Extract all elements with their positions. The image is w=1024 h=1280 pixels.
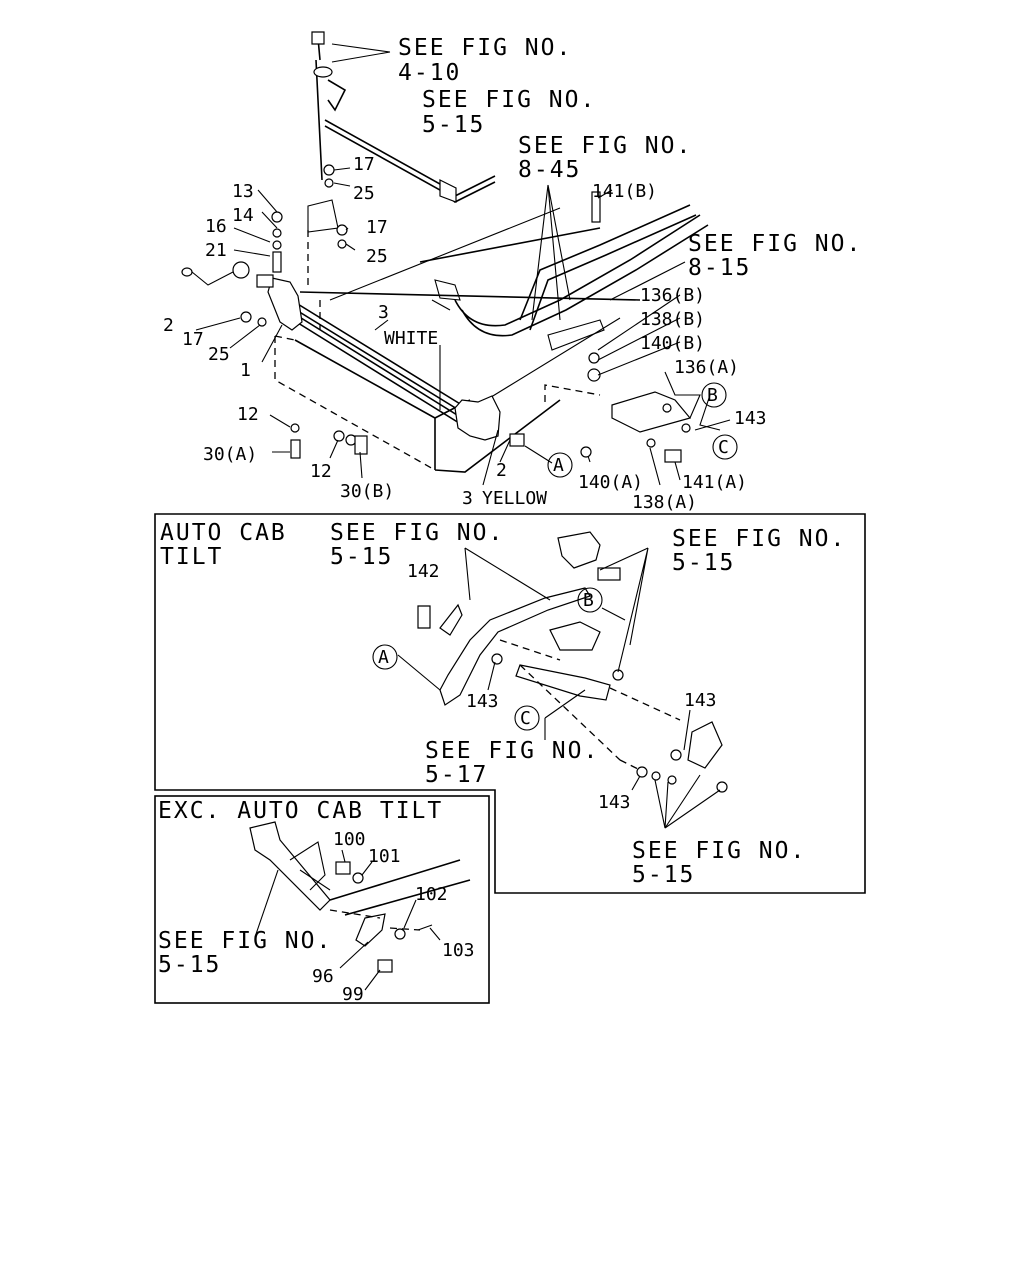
exc-section-title: EXC. AUTO CAB TILT xyxy=(158,798,443,824)
label-16: 16 xyxy=(205,216,227,237)
label-102: 102 xyxy=(415,884,448,905)
label-100: 100 xyxy=(333,829,366,850)
exc-auto-cab-tilt-section: EXC. AUTO CAB TILT SEE FIG NO. 5-15 100 … xyxy=(154,795,490,1005)
label-17-b: 17 xyxy=(366,217,388,238)
ref-4-10-line2: 4-10 xyxy=(398,60,461,86)
auto-section-title-line1: AUTO CAB xyxy=(160,520,287,546)
label-136b: 136(B) xyxy=(640,285,705,306)
label-138a: 138(A) xyxy=(632,492,697,513)
label-2-a: 2 xyxy=(163,315,174,336)
label-99: 99 xyxy=(342,984,364,1005)
marker-b: B xyxy=(707,385,718,406)
label-12-b: 12 xyxy=(310,461,332,482)
marker-a: A xyxy=(553,455,564,476)
label-143-c: 143 xyxy=(684,690,717,711)
label-143-a: 143 xyxy=(734,408,767,429)
label-140b: 140(B) xyxy=(640,333,705,354)
label-yellow: YELLOW xyxy=(482,488,547,509)
label-2-b: 2 xyxy=(496,460,507,481)
ref-5-15-auto-a-line1: SEE FIG NO. xyxy=(330,520,504,546)
label-142: 142 xyxy=(407,561,440,582)
label-25-b: 25 xyxy=(366,246,388,267)
marker-a-auto: A xyxy=(378,647,389,668)
label-25-a: 25 xyxy=(353,183,375,204)
label-30a: 30(A) xyxy=(203,444,257,465)
auto-cab-tilt-section: AUTO CAB TILT SEE FIG NO. 5-15 SEE FIG N… xyxy=(154,513,866,894)
label-12-a: 12 xyxy=(237,404,259,425)
auto-section-title-line2: TILT xyxy=(160,544,223,570)
ref-5-17-line1: SEE FIG NO. xyxy=(425,738,599,764)
ref-5-15-top-line2: 5-15 xyxy=(422,112,485,138)
label-141a: 141(A) xyxy=(682,472,747,493)
marker-c: C xyxy=(718,437,729,458)
ref-5-15-auto-c-line2: 5-15 xyxy=(632,862,695,888)
ref-5-15-auto-b-line2: 5-15 xyxy=(672,550,735,576)
label-143-b: 143 xyxy=(466,691,499,712)
label-1: 1 xyxy=(240,360,251,381)
label-30b: 30(B) xyxy=(340,481,394,502)
label-3-a: 3 xyxy=(378,302,389,323)
ref-8-45-line2: 8-45 xyxy=(518,157,581,183)
label-25-c: 25 xyxy=(208,344,230,365)
label-17-a: 17 xyxy=(353,154,375,175)
label-3-b: 3 xyxy=(462,488,473,509)
label-14: 14 xyxy=(232,205,254,226)
top-assembly: A B C SEE FIG NO. 4-10 SEE FIG NO. 5-15 … xyxy=(163,31,862,513)
label-96: 96 xyxy=(312,966,334,987)
ref-5-15-auto-b-line1: SEE FIG NO. xyxy=(672,526,846,552)
ref-5-15-exc-line2: 5-15 xyxy=(158,952,221,978)
label-white: WHITE xyxy=(384,328,438,349)
ref-4-10-line1: SEE FIG NO. xyxy=(398,35,572,61)
label-17-c: 17 xyxy=(182,329,204,350)
ref-5-15-top-line1: SEE FIG NO. xyxy=(422,87,596,113)
marker-c-auto: C xyxy=(520,708,531,729)
ref-8-15-line2: 8-15 xyxy=(688,255,751,281)
label-141b: 141(B) xyxy=(592,181,657,202)
ref-5-15-auto-c-line1: SEE FIG NO. xyxy=(632,838,806,864)
label-13: 13 xyxy=(232,181,254,202)
marker-b-auto: B xyxy=(583,590,594,611)
label-136a: 136(A) xyxy=(674,357,739,378)
label-101: 101 xyxy=(368,846,401,867)
ref-5-15-exc-line1: SEE FIG NO. xyxy=(158,928,332,954)
ref-5-17-line2: 5-17 xyxy=(425,762,488,788)
ref-8-45-line1: SEE FIG NO. xyxy=(518,133,692,159)
ref-5-15-auto-a-line2: 5-15 xyxy=(330,544,393,570)
ref-8-15-line1: SEE FIG NO. xyxy=(688,231,862,257)
label-138b: 138(B) xyxy=(640,309,705,330)
label-103: 103 xyxy=(442,940,475,961)
label-21: 21 xyxy=(205,240,227,261)
label-143-d: 143 xyxy=(598,792,631,813)
label-140a: 140(A) xyxy=(578,472,643,493)
